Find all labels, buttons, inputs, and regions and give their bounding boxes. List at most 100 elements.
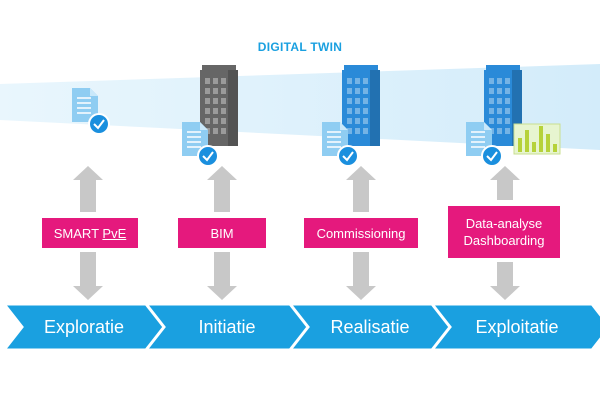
building-window xyxy=(363,78,368,84)
check-circle xyxy=(88,113,110,135)
building-window xyxy=(213,118,218,124)
building-window xyxy=(505,98,510,104)
phase-box-label: Commissioning xyxy=(316,225,406,241)
building-window xyxy=(205,108,210,114)
connector-arrows xyxy=(73,166,520,300)
building-window xyxy=(213,128,218,134)
page-title: DIGITAL TWIN xyxy=(257,40,343,54)
building-roof xyxy=(486,65,520,70)
digital-twin-band xyxy=(0,64,600,150)
building-window xyxy=(363,128,368,134)
document-icon xyxy=(72,88,98,122)
building-window xyxy=(489,108,494,114)
document-fold xyxy=(200,122,208,130)
building-roof xyxy=(202,65,236,70)
building-window xyxy=(505,128,510,134)
check-icon xyxy=(481,145,503,167)
gray-down-arrow xyxy=(346,252,376,300)
check-mark xyxy=(486,151,498,162)
gray-down-arrow xyxy=(73,252,103,300)
building-window xyxy=(497,88,502,94)
document-fold xyxy=(340,122,348,130)
building-window xyxy=(221,78,226,84)
phase-label-exploratie: Exploratie xyxy=(43,316,125,337)
building-window xyxy=(355,108,360,114)
building-window xyxy=(363,98,368,104)
document-fold xyxy=(90,88,98,96)
chart-bar xyxy=(539,126,543,152)
building-window xyxy=(221,108,226,114)
check-mark xyxy=(342,151,354,162)
building-window xyxy=(205,88,210,94)
building-window xyxy=(497,78,502,84)
building-window xyxy=(505,78,510,84)
building-window xyxy=(221,118,226,124)
check-circle xyxy=(197,145,219,167)
building-window xyxy=(205,78,210,84)
phase-box-smart-pve: SMART PvE xyxy=(42,218,138,248)
building-window xyxy=(355,98,360,104)
building-window xyxy=(347,118,352,124)
phase-label-realisatie: Realisatie xyxy=(330,316,410,337)
building-window xyxy=(489,118,494,124)
building-window xyxy=(213,78,218,84)
gray-up-arrow xyxy=(346,166,376,212)
building-window xyxy=(355,78,360,84)
gray-down-arrow xyxy=(207,252,237,300)
chart-bar xyxy=(518,138,522,152)
phase-box-commissioning: Commissioning xyxy=(304,218,418,248)
building-window xyxy=(497,98,502,104)
building-window xyxy=(213,108,218,114)
chart-bar xyxy=(546,134,550,152)
building-window xyxy=(355,88,360,94)
building-shade xyxy=(228,70,238,146)
building-shade xyxy=(370,70,380,146)
building-window xyxy=(221,128,226,134)
phase-box-label-line-1: Data-analyse xyxy=(465,216,543,231)
building-window xyxy=(205,98,210,104)
chart-bar xyxy=(532,142,536,152)
building-roof xyxy=(344,65,378,70)
phase-label-exploitatie: Exploitatie xyxy=(475,316,559,337)
building-window xyxy=(363,118,368,124)
phase-box-label: SMART PvE xyxy=(53,225,127,241)
check-icon xyxy=(197,145,219,167)
check-mark xyxy=(93,119,105,130)
building-body xyxy=(342,70,380,146)
phase-label-initiatie: Initiatie xyxy=(198,316,256,337)
building-window xyxy=(213,98,218,104)
building-window xyxy=(505,108,510,114)
blue-building-icon xyxy=(342,65,380,146)
building-window xyxy=(505,88,510,94)
building-window xyxy=(347,98,352,104)
building-window xyxy=(347,128,352,134)
phase-box-data-analyse: Data-analyse Dashboarding xyxy=(448,206,560,258)
phase-box-bim: BIM xyxy=(178,218,266,248)
building-window xyxy=(505,118,510,124)
phase-chevron xyxy=(428,302,600,352)
check-circle xyxy=(481,145,503,167)
building-window xyxy=(221,88,226,94)
building-window xyxy=(489,78,494,84)
building-window xyxy=(363,88,368,94)
phase-box-label-line-2: Dashboarding xyxy=(463,233,545,248)
gray-down-arrow xyxy=(490,262,520,300)
building-window xyxy=(497,118,502,124)
chart-bar xyxy=(525,130,529,152)
phase-icons xyxy=(72,65,561,167)
bar-chart-icon xyxy=(513,123,561,155)
building-window xyxy=(497,108,502,114)
building-window xyxy=(355,128,360,134)
document-fold xyxy=(484,122,492,130)
phase-chevron-row xyxy=(0,302,600,352)
gray-up-arrow xyxy=(207,166,237,212)
check-mark xyxy=(202,151,214,162)
building-window xyxy=(347,88,352,94)
building-window xyxy=(355,118,360,124)
phase-box-label-underlined: PvE xyxy=(102,225,127,241)
building-window xyxy=(497,128,502,134)
check-icon xyxy=(88,113,110,135)
building-window xyxy=(363,108,368,114)
